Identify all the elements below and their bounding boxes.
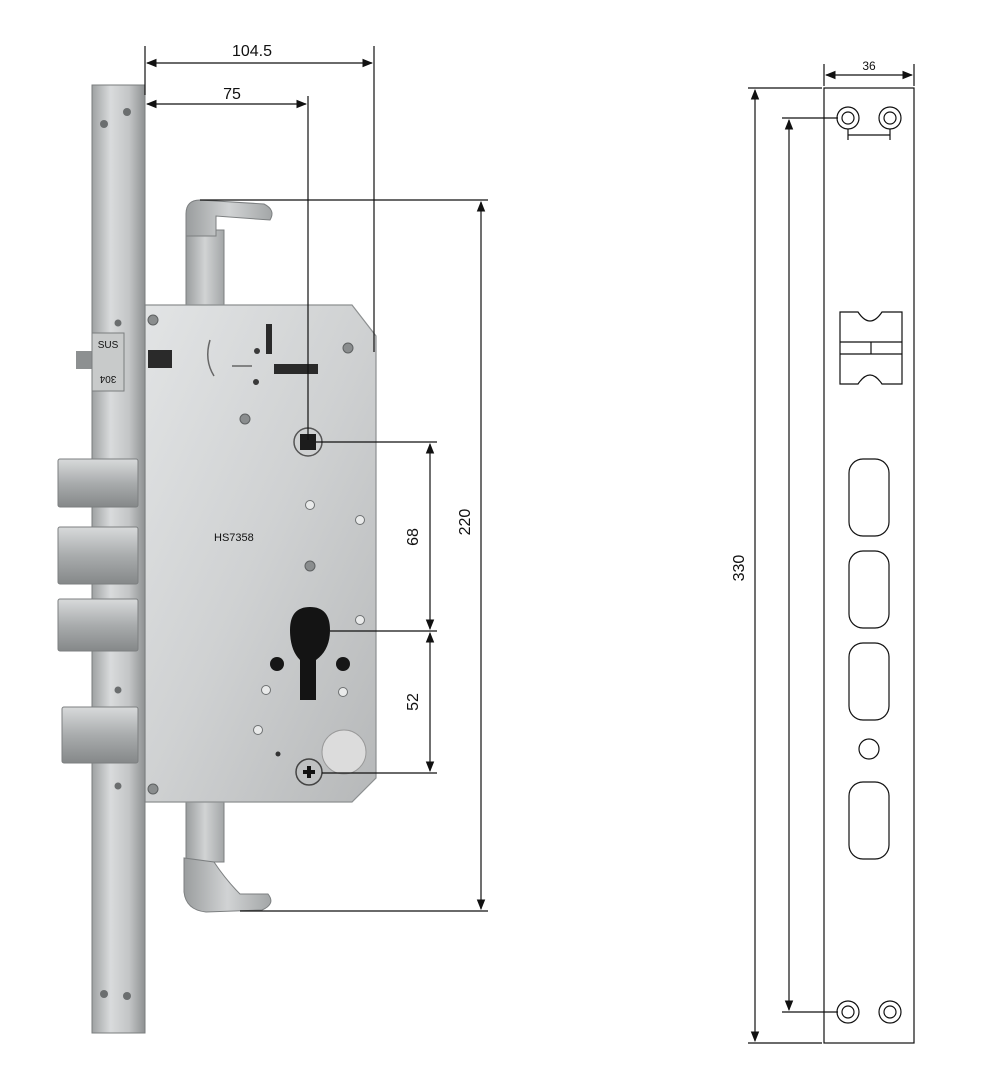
- bolt-slot: [848, 781, 890, 860]
- dim-hook-bolt-span: 220: [457, 509, 474, 536]
- deadbolts: [57, 458, 139, 764]
- dim-case-width: 104.5: [232, 43, 272, 60]
- faceplate-drawing: [823, 87, 915, 1044]
- faceplate-stamp-bottom: 304: [99, 373, 116, 384]
- latch-bolt: [76, 351, 94, 369]
- model-number: HS7358: [214, 532, 254, 544]
- dim-spindle-to-cylinder: 68: [405, 528, 422, 546]
- dim-backset: 75: [223, 86, 241, 103]
- bolt-slot: [848, 458, 890, 537]
- latch-cutout: [839, 311, 903, 385]
- case-screws: [147, 314, 354, 795]
- mechanism-marks: [148, 324, 318, 385]
- lock-body: SUS 304: [57, 84, 377, 1034]
- cylinder-cutout: [290, 607, 330, 700]
- dim-cylinder-to-lower-spindle: 52: [405, 693, 422, 711]
- round-hole: [858, 738, 880, 760]
- upper-hook-bolt: [185, 199, 273, 315]
- left-dimensions: [144, 46, 488, 912]
- right-dimensions: [748, 64, 915, 1044]
- dim-faceplate-length: 330: [731, 555, 748, 582]
- faceplate-outline: [823, 87, 915, 1044]
- faceplate-screws: [100, 108, 131, 1000]
- faceplate-stamp-top: SUS: [98, 340, 119, 351]
- lower-spindle: [275, 729, 367, 786]
- stamp-plate: [91, 332, 125, 392]
- dim-faceplate-width: 36: [862, 59, 876, 73]
- lower-hook-bolt: [183, 799, 272, 913]
- bolt-slot: [848, 642, 890, 721]
- case-holes: [253, 500, 365, 735]
- bolt-slot: [848, 550, 890, 629]
